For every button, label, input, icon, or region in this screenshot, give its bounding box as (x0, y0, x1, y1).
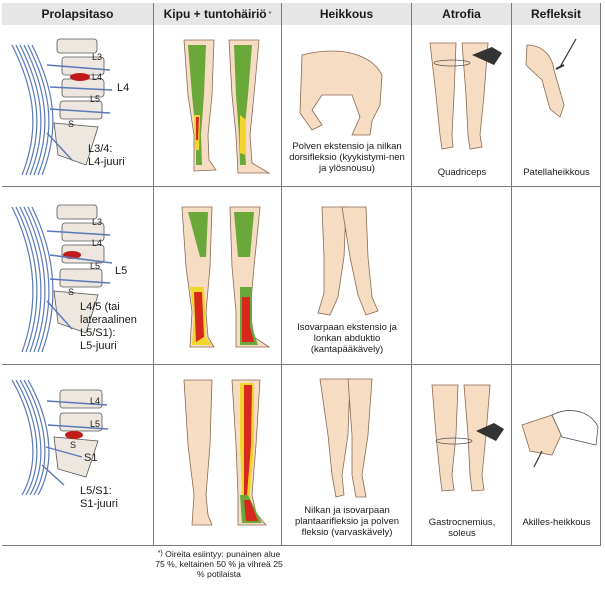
header-atrophy: Atrofia (412, 3, 512, 25)
row3-atrophy-cell: Gastrocnemius, soleus (412, 365, 512, 546)
weakness-text: Polven ekstensio ja nilkan dorsifleksio … (289, 141, 405, 174)
header-pain-sensory: Kipu + tuntohäiriö* (154, 3, 282, 25)
nerve-bundle (11, 379, 50, 496)
header-reflexes: Refleksit (512, 3, 601, 25)
legs-dermatome-l4 (183, 39, 271, 174)
row3-reflex-cell: Akilles-heikkous (512, 365, 601, 546)
vertebra-label: L3 (92, 52, 103, 62)
achilles-reflex-figure (521, 410, 599, 468)
vertebra-label: S (68, 287, 75, 297)
nerve-bundle (11, 206, 54, 353)
weakness-text: Nilkan ja isovarpaan plantaarifleksio ja… (294, 505, 400, 538)
vertebra-label: S (70, 440, 77, 450)
reflex-text: Patellaheikkous (523, 167, 590, 178)
reflex-text: Akilles-heikkous (522, 517, 591, 528)
nerve-bundle (11, 44, 54, 176)
header-text: Prolapsitaso (41, 7, 114, 21)
row3-weakness-cell: Nilkan ja isovarpaan plantaarifleksio ja… (282, 365, 412, 546)
header-prolapse-level: Prolapsitaso (2, 3, 154, 25)
prolapse-level-text: L4/5 (tai lateraalinen L5/S1): L5-juuri (80, 301, 137, 352)
header-text: Atrofia (442, 7, 481, 21)
spine-illustration (11, 38, 113, 176)
calf-measure (431, 384, 504, 492)
dermatome-table: Prolapsitaso Kipu + tuntohäiriö* Heikkou… (2, 3, 601, 546)
row1-dermatome-cell (154, 25, 282, 187)
footnote-text: Oireita esiintyy: punainen alue 75 %, ke… (155, 549, 283, 579)
spine-illustration (11, 379, 109, 496)
row3-spine-cell: L4 L5 S S1 L5/S1: S1-juuri (2, 365, 154, 546)
nerve-roots (46, 230, 113, 330)
vertebra-label: L4 (92, 72, 103, 82)
atrophy-text: Quadriceps (437, 167, 487, 178)
vertebrae (53, 389, 103, 478)
legs-dermatome-s1 (183, 379, 267, 526)
row1-atrophy-cell: Quadriceps (412, 25, 512, 187)
vertebra-label: L5 (90, 261, 101, 271)
prolapse-level-text: L5/S1: S1-juuri (80, 485, 118, 510)
header-footnote-marker: * (268, 10, 272, 18)
prolapse-level-text: L3/4: L4-juuri (88, 143, 125, 168)
vertebra-label: L5 (90, 94, 101, 104)
row2-spine-cell: L3 L4 L5 S L5 L4/5 (tai lateraalinen L5/… (2, 187, 154, 365)
row3-dermatome-cell (154, 365, 282, 546)
quadriceps-measure (429, 42, 502, 150)
nerve-roots (46, 64, 113, 161)
spine-illustration (11, 204, 113, 353)
vertebra-label: L3 (92, 217, 103, 227)
herniated-disc (70, 73, 90, 81)
row1-weakness-cell: Polven ekstensio ja nilkan dorsifleksio … (282, 25, 412, 187)
toe-walk-figure (319, 378, 373, 498)
squat-figure (299, 50, 383, 136)
nerve-root-marker: L4 (117, 82, 130, 94)
heel-walk-figure (317, 206, 379, 316)
row1-spine-cell: L3 L4 L5 S L4 L3/4: L4-juuri (2, 25, 154, 187)
vertebra-label: L4 (92, 238, 103, 248)
row2-atrophy-cell (412, 187, 512, 365)
nerve-root-marker: L5 (115, 265, 128, 277)
vertebra-label: L4 (90, 396, 101, 406)
footnote-marker: *) (157, 550, 163, 557)
header-text: Refleksit (530, 7, 582, 21)
weakness-text: Isovarpaan ekstensio ja lonkan abduktio … (297, 322, 397, 355)
header-text: Kipu + tuntohäiriö (163, 7, 267, 21)
vertebra-label: S (68, 119, 75, 129)
row2-weakness-cell: Isovarpaan ekstensio ja lonkan abduktio … (282, 187, 412, 365)
legs-dermatome-l5 (181, 206, 271, 348)
row2-dermatome-cell (154, 187, 282, 365)
header-weakness: Heikkous (282, 3, 412, 25)
header-text: Heikkous (319, 7, 374, 21)
atrophy-text: Gastrocnemius, soleus (428, 517, 496, 539)
nerve-roots (41, 400, 109, 486)
row1-reflex-cell: Patellaheikkous (512, 25, 601, 187)
row2-reflex-cell (512, 187, 601, 365)
footnote: *) Oireita esiintyy: punainen alue 75 %,… (154, 549, 284, 579)
nerve-root-marker: S1 (84, 452, 98, 464)
vertebra-label: L5 (90, 419, 101, 429)
herniated-disc (65, 431, 83, 439)
patellar-reflex-figure (525, 38, 577, 118)
